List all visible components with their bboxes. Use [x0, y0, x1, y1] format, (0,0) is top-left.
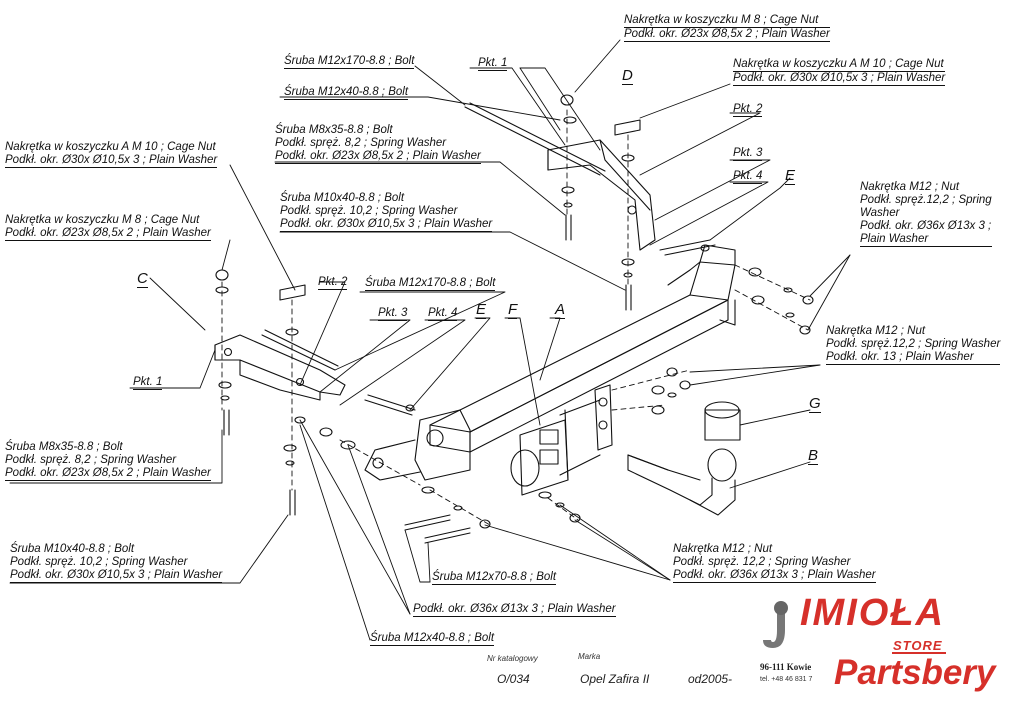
label-plain-washer-36: Podkł. okr. Ø36x Ø13x 3 ; Plain Washer	[413, 603, 616, 617]
pkt-2-right: Pkt. 2	[733, 103, 763, 117]
label-line: Podkł. spręż. 12,2 ; Spring Washer	[673, 556, 851, 568]
label-bolt-m12x40-top: Śruba M12x40-8.8 ; Bolt	[284, 86, 409, 100]
catalog-number: O/034	[497, 672, 530, 686]
label-line: Podkł. spręż. 10,2 ; Spring Washer	[280, 205, 458, 217]
label-line: Podkł. spręż. 8,2 ; Spring Washer	[275, 137, 447, 149]
label-bolt-m12x170-mid: Śruba M12x170-8.8 ; Bolt	[365, 277, 496, 291]
label-line: Śruba M12x170-8.8 ; Bolt	[365, 277, 496, 291]
label-line: Podkł. okr. 13 ; Plain Washer	[826, 351, 1001, 365]
label-left-cage-nut-m10: Nakrętka w koszyczku A M 10 ; Cage Nut P…	[5, 141, 218, 168]
label-bolt-m12x170-top: Śruba M12x170-8.8 ; Bolt	[284, 55, 415, 69]
label-line: Nakrętka M12 ; Nut	[860, 181, 960, 193]
left-end-plate	[364, 409, 471, 481]
label-line: Śruba M12x40-8.8 ; Bolt	[370, 632, 495, 646]
label-line: Śruba M12x170-8.8 ; Bolt	[284, 55, 415, 69]
label-bolt-m12x40-bottom: Śruba M12x40-8.8 ; Bolt	[370, 632, 495, 646]
part-letter-e-left: E	[476, 301, 487, 319]
imiola-brand-logo: IMIOŁA	[800, 592, 945, 634]
label-bolt-m12x70: Śruba M12x70-8.8 ; Bolt	[432, 571, 557, 585]
label-line: Nakrętka w koszyczku M 8 ; Cage Nut	[5, 214, 200, 226]
leader-lines	[9, 39, 851, 641]
label-line: Podkł. okr. Ø30x Ø10,5x 3 ; Plain Washer	[10, 569, 223, 583]
long-bolts	[261, 102, 716, 416]
vehicle-brand: Opel Zafira II	[580, 672, 650, 686]
label-line: Nakrętka w koszyczku M 8 ; Cage Nut	[624, 14, 830, 28]
store-logo-panel	[828, 636, 1018, 700]
label-line: Śruba M12x40-8.8 ; Bolt	[284, 86, 409, 100]
vertical-bolts	[223, 214, 632, 544]
pkt-2-left: Pkt. 2	[318, 276, 348, 290]
washers-and-nuts	[215, 94, 814, 529]
label-line: Podkł. okr. Ø30x Ø10,5x 3 ; Plain Washer	[280, 218, 493, 232]
label-line: Plain Washer	[860, 233, 992, 247]
label-line: Nakrętka M12 ; Nut	[673, 543, 773, 555]
store-word: STORE	[893, 638, 943, 653]
side-bracket-d	[547, 139, 656, 251]
label-line: Śruba M10x40-8.8 ; Bolt	[280, 192, 405, 204]
label-line: Śruba M12x70-8.8 ; Bolt	[432, 571, 557, 585]
label-line: Podkł. okr. Ø36x Ø13x 3 ; Plain Washer	[673, 569, 876, 583]
pkt-4-left: Pkt. 4	[428, 307, 458, 321]
part-letter-d: D	[622, 67, 633, 85]
pkt-3-left: Pkt. 3	[378, 307, 408, 321]
label-line: Podkł. okr. Ø30x Ø10,5x 3 ; Plain Washer	[733, 72, 946, 86]
label-line: Podkł. spręż.12,2 ; Spring	[860, 194, 992, 206]
imiola-hook-logo-icon	[763, 601, 788, 648]
label-line: Podkł. okr. Ø36x Ø13x 3 ; Plain Washer	[413, 603, 616, 617]
label-line: Śruba M10x40-8.8 ; Bolt	[10, 543, 135, 555]
catalog-number-label: Nr katalogowy	[487, 654, 538, 663]
part-letter-c: C	[137, 270, 148, 288]
part-letter-b: B	[808, 447, 819, 465]
label-line: Nakrętka w koszyczku A M 10 ; Cage Nut	[5, 141, 216, 153]
company-phone: tel. +48 46 831 7	[760, 676, 813, 683]
part-letter-e-right: E	[785, 167, 796, 185]
socket-plate-f	[510, 419, 569, 496]
label-left-bolt-m8x35: Śruba M8x35-8.8 ; Bolt Podkł. spręż. 8,2…	[5, 441, 211, 481]
label-line: Podkł. spręż. 8,2 ; Spring Washer	[5, 454, 177, 466]
tow-ball-assembly	[627, 401, 741, 516]
pkt-1-top: Pkt. 1	[478, 57, 508, 71]
store-name-logo: Partsbery	[834, 653, 996, 692]
part-letter-a: A	[555, 301, 566, 319]
vehicle-year: od2005-	[688, 672, 733, 686]
label-line: Podkł. okr. Ø23x Ø8,5x 2 ; Plain Washer	[275, 150, 481, 164]
pkt-4-right: Pkt. 4	[733, 170, 763, 184]
label-line: Podkł. okr. Ø23x Ø8,5x 2 ; Plain Washer	[624, 28, 830, 42]
company-address: 96-111 Kowie	[760, 662, 812, 672]
brand-label: Marka	[578, 652, 601, 661]
label-bolt-m10x40-top: Śruba M10x40-8.8 ; Bolt Podkł. spręż. 10…	[280, 192, 493, 232]
label-top-cage-nut-m8: Nakrętka w koszyczku M 8 ; Cage Nut Podk…	[624, 14, 830, 42]
label-right-nut-m12-a: Nakrętka M12 ; Nut Podkł. spręż.12,2 ; S…	[860, 181, 992, 247]
label-line: Nakrętka w koszyczku A M 10 ; Cage Nut	[733, 58, 946, 72]
part-letter-g: G	[809, 395, 821, 413]
label-line: Podkł. okr. Ø23x Ø8,5x 2 ; Plain Washer	[5, 467, 211, 481]
label-line: Śruba M8x35-8.8 ; Bolt	[5, 441, 123, 453]
label-bolt-m8x35-top: Śruba M8x35-8.8 ; Bolt Podkł. spręż. 8,2…	[275, 124, 481, 164]
pkt-3-right: Pkt. 3	[733, 147, 763, 161]
label-left-bolt-m10x40: Śruba M10x40-8.8 ; Bolt Podkł. spręż. 10…	[10, 543, 223, 583]
part-letter-f: F	[508, 301, 518, 319]
label-line: Śruba M8x35-8.8 ; Bolt	[275, 124, 393, 136]
label-top-cage-nut-m10: Nakrętka w koszyczku A M 10 ; Cage Nut P…	[733, 58, 946, 86]
label-left-cage-nut-m8: Nakrętka w koszyczku M 8 ; Cage Nut Podk…	[5, 214, 211, 241]
label-bottom-nut-m12: Nakrętka M12 ; Nut Podkł. spręż. 12,2 ; …	[673, 543, 876, 583]
side-bracket-c	[214, 334, 346, 401]
label-line: Podkł. okr. Ø23x Ø8,5x 2 ; Plain Washer	[5, 227, 211, 241]
label-right-nut-m12-b: Nakrętka M12 ; Nut Podkł. spręż.12,2 ; S…	[826, 325, 1001, 365]
label-line: Podkł. okr. Ø36x Ø13x 3 ;	[860, 220, 992, 232]
label-line: Nakrętka M12 ; Nut	[826, 325, 926, 337]
label-line: Washer	[860, 207, 900, 219]
assembly-dashed-lines	[221, 109, 811, 526]
store-underline	[892, 652, 946, 654]
label-line: Podkł. spręż.12,2 ; Spring Washer	[826, 338, 1001, 350]
label-line: Podkł. spręż. 10,2 ; Spring Washer	[10, 556, 188, 568]
pkt-1-left: Pkt. 1	[133, 376, 163, 390]
label-line: Podkł. okr. Ø30x Ø10,5x 3 ; Plain Washer	[5, 154, 218, 168]
